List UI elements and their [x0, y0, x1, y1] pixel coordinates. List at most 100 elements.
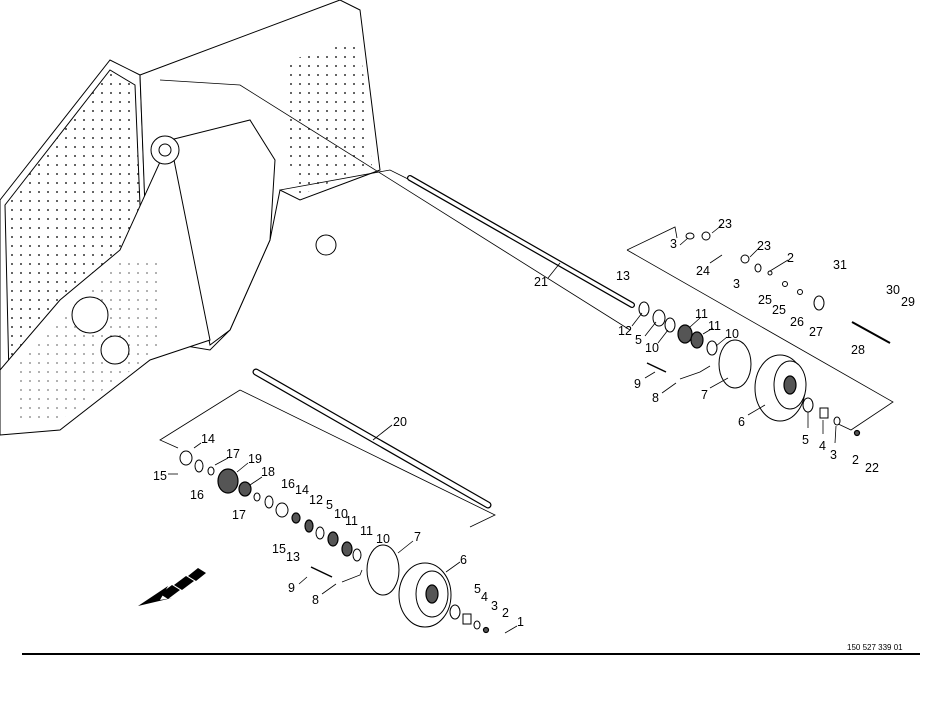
callout-number: 25	[758, 293, 772, 307]
leader-line	[547, 262, 561, 279]
callout-number: 11	[708, 319, 721, 333]
part-ring	[754, 263, 762, 273]
callout-number: 13	[286, 550, 300, 564]
hub-lower	[310, 544, 452, 628]
part-ring	[690, 331, 704, 349]
part-ring	[341, 541, 353, 557]
part-ring	[664, 317, 676, 333]
callout-number: 9	[288, 581, 295, 595]
leader-line	[702, 327, 714, 335]
part-ring	[677, 324, 693, 344]
callout-number: 10	[725, 327, 739, 341]
part-ring	[238, 481, 252, 497]
leader-line	[214, 457, 229, 466]
callout-number: 17	[232, 508, 246, 522]
part-ring	[473, 620, 481, 630]
leader-line	[631, 312, 643, 327]
callout-number: 3	[733, 277, 740, 291]
shaft-20	[252, 368, 492, 509]
callout-number: 13	[616, 269, 630, 283]
part-ring	[767, 270, 773, 276]
callout-number: 5	[326, 498, 333, 512]
shaft-21	[407, 175, 635, 308]
callout-number: 21	[534, 275, 548, 289]
leader-line	[298, 576, 308, 585]
part-ring	[315, 526, 325, 540]
callout-number: 10	[645, 341, 659, 355]
callout-number: 18	[261, 465, 275, 479]
part-ring	[275, 502, 289, 518]
callout-number: 27	[809, 325, 823, 339]
leader-line	[644, 371, 656, 379]
callout-number: 12	[309, 493, 323, 507]
callout-number: 1	[517, 615, 524, 629]
callout-number: 19	[248, 452, 262, 466]
part-ring	[685, 232, 695, 240]
leader-line	[679, 237, 689, 246]
leader-line	[397, 540, 414, 554]
callout-number: 5	[474, 582, 481, 596]
leader-line	[193, 442, 202, 449]
leader-line	[749, 246, 761, 258]
part-ring	[482, 626, 490, 634]
callout-number: 29	[901, 295, 915, 309]
callout-number: 14	[201, 432, 215, 446]
callout-number: 6	[738, 415, 745, 429]
callout-number: 4	[819, 439, 826, 453]
part-ring	[853, 429, 861, 437]
callout-number: 5	[802, 433, 809, 447]
leader-line	[644, 321, 657, 337]
callout-number: 2	[852, 453, 859, 467]
callout-number: 11	[360, 524, 373, 538]
callout-number: 7	[414, 530, 421, 544]
part-ring	[217, 468, 239, 494]
leader-line	[709, 254, 723, 264]
part-ring	[253, 492, 261, 502]
leader-line	[834, 425, 837, 444]
leader-line	[372, 424, 393, 441]
callout-number: 25	[772, 303, 786, 317]
callout-number: 3	[670, 237, 677, 251]
callout-number: 10	[376, 532, 390, 546]
leader-line	[657, 329, 669, 344]
machine-frame	[0, 0, 381, 436]
part-ring	[701, 231, 711, 241]
callout-number: 10	[334, 507, 348, 521]
part-ring	[352, 548, 362, 562]
callout-number: 6	[460, 553, 467, 567]
part-ring	[782, 281, 788, 287]
callout-number: 12	[618, 324, 632, 338]
callout-number: 3	[491, 599, 498, 613]
small-parts	[179, 231, 861, 634]
part-ring	[833, 416, 841, 426]
assembly-outlines	[159, 79, 894, 583]
part-ring	[194, 459, 204, 473]
part-ring	[802, 397, 814, 413]
drawing-number: 150 527 339 01	[847, 643, 903, 652]
part-ring	[179, 450, 193, 466]
leader-line	[747, 404, 766, 416]
part-ring	[797, 289, 803, 295]
callout-number: 8	[312, 593, 319, 607]
callout-number: 22	[865, 461, 879, 475]
callout-number: 11	[345, 514, 358, 528]
leader-lines	[168, 224, 837, 634]
leader-line	[709, 377, 729, 389]
leader-line	[661, 382, 677, 394]
callout-number: 8	[652, 391, 659, 405]
callout-number: 3	[830, 448, 837, 462]
part-bushing	[819, 407, 829, 419]
callout-number: 2	[787, 251, 794, 265]
callout-number: 26	[790, 315, 804, 329]
part-ring	[706, 340, 718, 356]
callout-number: 30	[886, 283, 900, 297]
callout-number: 24	[696, 264, 710, 278]
leader-line	[711, 224, 723, 234]
callout-number: 5	[635, 333, 642, 347]
callout-number: 17	[226, 447, 240, 461]
part-ring	[264, 495, 274, 509]
leader-line	[236, 462, 249, 473]
